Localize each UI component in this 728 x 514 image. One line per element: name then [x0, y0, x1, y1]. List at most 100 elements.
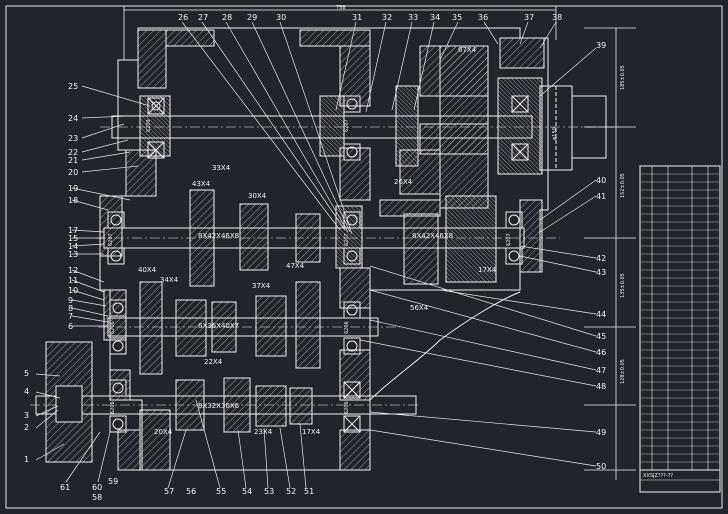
gears-shaft-3	[139, 281, 321, 375]
svg-text:44: 44	[596, 310, 606, 319]
svg-text:30X4: 30X4	[248, 192, 267, 200]
svg-text:56: 56	[186, 487, 196, 496]
svg-text:5: 5	[24, 369, 29, 378]
svg-text:26: 26	[178, 13, 188, 22]
gears-shaft-2	[189, 189, 497, 287]
svg-text:50: 50	[596, 462, 606, 471]
svg-text:6206: 6206	[344, 321, 350, 334]
parts-list-table: XXSJZ???-??	[639, 165, 721, 493]
svg-text:6207: 6207	[344, 119, 350, 132]
svg-text:51: 51	[304, 487, 314, 496]
drawing-frame	[5, 5, 723, 509]
svg-text:37X4: 37X4	[252, 282, 271, 290]
svg-text:37: 37	[524, 13, 534, 22]
svg-text:8X42X46X8: 8X42X46X8	[412, 232, 453, 240]
input-pulley	[45, 341, 93, 463]
svg-text:55: 55	[216, 487, 226, 496]
spindle-nose	[497, 77, 607, 175]
svg-text:17: 17	[68, 226, 78, 235]
dim-right-2: 152±0.05	[620, 173, 626, 198]
leader-lines	[35, 21, 597, 489]
svg-text:8X32X36X6: 8X32X36X6	[198, 402, 240, 410]
svg-text:3: 3	[24, 411, 29, 420]
svg-text:4: 4	[24, 387, 29, 396]
svg-text:33X4: 33X4	[212, 164, 231, 172]
svg-text:59: 59	[108, 477, 118, 486]
svg-text:39: 39	[596, 41, 606, 50]
svg-text:48: 48	[596, 382, 606, 391]
svg-text:6: 6	[68, 322, 73, 331]
svg-text:49: 49	[596, 428, 606, 437]
svg-text:12: 12	[68, 266, 78, 275]
svg-text:31: 31	[352, 13, 362, 22]
gear-spec-labels: 33X4 43X4 30X4 8X42X46X8 8X42X46X8 40X4 …	[138, 46, 497, 436]
svg-text:54: 54	[242, 487, 252, 496]
gears-input-shaft	[175, 377, 313, 433]
svg-text:22X4: 22X4	[204, 358, 223, 366]
svg-text:38: 38	[552, 13, 562, 22]
svg-text:21: 21	[68, 156, 78, 165]
svg-text:45: 45	[596, 332, 606, 341]
svg-text:11: 11	[68, 276, 78, 285]
svg-text:23: 23	[68, 134, 78, 143]
svg-text:25: 25	[68, 82, 78, 91]
overall-width-dim: 758	[336, 5, 346, 11]
dim-right-4: 128±0.05	[620, 359, 626, 384]
svg-text:57: 57	[164, 487, 174, 496]
spindle-dim: φ150	[552, 127, 558, 140]
svg-text:58: 58	[92, 493, 102, 502]
svg-text:6207: 6207	[344, 233, 350, 246]
svg-text:28: 28	[222, 13, 232, 22]
svg-text:6209: 6209	[146, 119, 152, 132]
svg-text:10: 10	[68, 286, 78, 295]
svg-text:53: 53	[264, 487, 274, 496]
svg-text:23X4: 23X4	[254, 428, 273, 436]
svg-text:6206: 6206	[110, 401, 116, 414]
svg-text:27: 27	[198, 13, 208, 22]
svg-text:43: 43	[596, 268, 606, 277]
svg-text:6X36X40X7: 6X36X40X7	[198, 322, 239, 330]
svg-text:43X4: 43X4	[192, 180, 211, 188]
svg-text:9: 9	[68, 296, 73, 305]
svg-text:47: 47	[596, 366, 606, 375]
svg-text:52: 52	[286, 487, 296, 496]
dim-right-1: 185±0.05	[620, 65, 626, 90]
svg-text:17X4: 17X4	[478, 266, 497, 274]
svg-text:1: 1	[24, 455, 29, 464]
svg-text:35: 35	[452, 13, 462, 22]
svg-text:60: 60	[92, 483, 102, 492]
svg-text:7: 7	[68, 312, 73, 321]
svg-text:20: 20	[68, 168, 78, 177]
svg-text:34X4: 34X4	[160, 276, 179, 284]
gears-top-shaft	[139, 45, 489, 209]
svg-text:30: 30	[276, 13, 286, 22]
svg-text:56X4: 56X4	[410, 304, 429, 312]
svg-text:14: 14	[68, 242, 78, 251]
title-block-code: XXSJZ???-??	[643, 473, 673, 479]
svg-text:20X4: 20X4	[154, 428, 173, 436]
svg-text:41: 41	[596, 192, 606, 201]
svg-text:18: 18	[68, 196, 78, 205]
svg-text:17X4: 17X4	[302, 428, 321, 436]
svg-text:36: 36	[478, 13, 488, 22]
svg-text:42: 42	[596, 254, 606, 263]
svg-text:8X42X46X8: 8X42X46X8	[198, 232, 239, 240]
svg-text:67X4: 67X4	[458, 46, 477, 54]
svg-text:34: 34	[430, 13, 440, 22]
svg-text:13: 13	[68, 250, 78, 259]
svg-text:29: 29	[247, 13, 257, 22]
svg-text:8: 8	[68, 304, 73, 313]
bearing-codes: 6209 6207 6207 6207 6207 6206 6206 6206 …	[108, 119, 512, 414]
callout-numbers: 26 27 28 29 30 31 32 33 34 35 36 37 38 3…	[24, 13, 606, 502]
svg-text:40X4: 40X4	[138, 266, 157, 274]
svg-text:6206: 6206	[344, 401, 350, 414]
svg-text:61: 61	[60, 483, 70, 492]
svg-text:47X4: 47X4	[286, 262, 305, 270]
svg-text:15: 15	[68, 234, 78, 243]
svg-text:46: 46	[596, 348, 606, 357]
svg-text:40: 40	[596, 176, 606, 185]
svg-text:24: 24	[68, 114, 78, 123]
dim-right-3: 135±0.05	[620, 273, 626, 298]
